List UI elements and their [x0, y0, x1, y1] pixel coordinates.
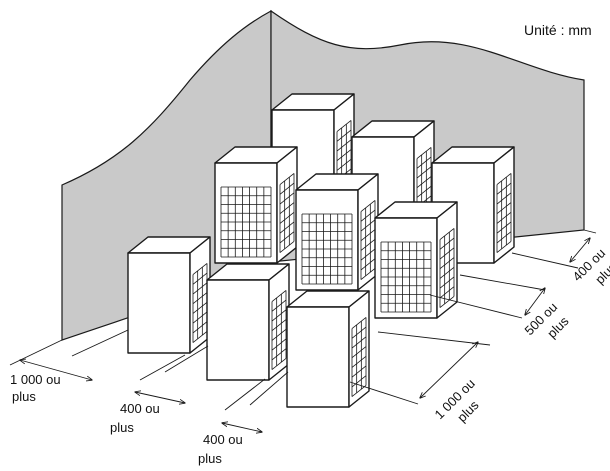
- outdoor-unit: [127, 236, 211, 354]
- outdoor-unit: [431, 146, 515, 264]
- side-grille: [351, 317, 367, 397]
- unit-side-face: [348, 290, 370, 408]
- gap-2-label-line1: 400 ou: [203, 432, 243, 447]
- unit-front-face: [206, 279, 270, 381]
- side-grille: [439, 228, 455, 308]
- gap-1-label: 400 ou plus: [110, 401, 160, 435]
- front-grille: [220, 186, 272, 258]
- gap-2-label: 400 ou plus: [198, 432, 243, 466]
- outdoor-unit: [206, 263, 290, 381]
- outdoor-unit: [295, 173, 379, 291]
- front-grille: [301, 213, 353, 285]
- gap-1-label-line2: plus: [110, 420, 134, 435]
- gap-2-label-line2: plus: [198, 451, 222, 466]
- left-clearance-label-line2: plus: [12, 389, 36, 404]
- left-clearance-label: 1 000 ou plus: [10, 372, 61, 404]
- side-grille: [279, 173, 295, 253]
- rear-clearance-label: 400 ou plus: [570, 245, 610, 287]
- unit-front-face: [286, 306, 350, 408]
- outdoor-units: [127, 93, 515, 408]
- gap-1-label-line1: 400 ou: [120, 401, 160, 416]
- front-grille: [380, 241, 432, 313]
- unit-side-face: [493, 146, 515, 264]
- side-grille: [496, 173, 512, 253]
- front-clearance-label: 1 000 ou plus: [432, 376, 482, 425]
- outdoor-unit: [374, 201, 458, 319]
- left-clearance-label-line1: 1 000 ou: [10, 372, 61, 387]
- side-grille: [271, 290, 287, 370]
- unit-front-face: [127, 252, 191, 354]
- unit-label: Unité : mm: [524, 22, 592, 38]
- outdoor-unit: [286, 290, 370, 408]
- row-gap-label: 500 ou plus: [522, 299, 572, 341]
- outdoor-unit: [214, 146, 298, 264]
- dimension-lines: [9, 229, 597, 432]
